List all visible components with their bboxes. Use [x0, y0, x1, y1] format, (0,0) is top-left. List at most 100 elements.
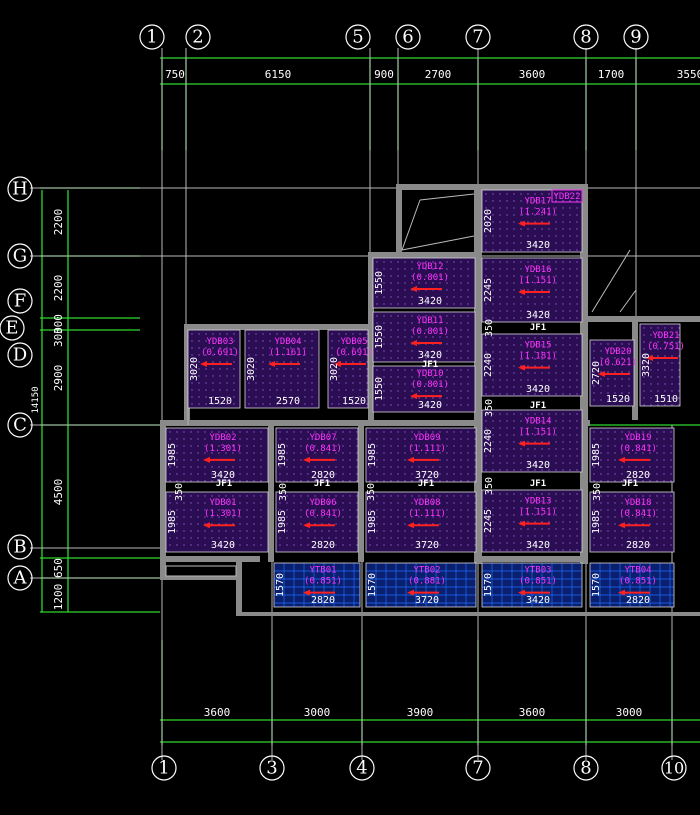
slab-hatch-dot	[204, 452, 206, 454]
slab-hatch-dot	[411, 369, 413, 371]
svg-text:9: 9	[630, 27, 641, 48]
slab-hatch-dot	[311, 403, 313, 405]
slab-hatch-dot	[418, 509, 420, 511]
slab-hatch-dot	[342, 509, 344, 511]
slab-hatch-dot	[600, 343, 602, 345]
slab-hatch-dot	[321, 495, 323, 497]
slab-hatch-dot	[376, 480, 378, 482]
slab-hatch-dot	[656, 452, 658, 454]
slab-hatch-dot	[499, 455, 501, 457]
slab-hatch-dot	[411, 261, 413, 263]
slab-hatch-dot	[439, 369, 441, 371]
slab-hatch-dot	[513, 542, 515, 544]
slab-hatch-dot	[460, 438, 462, 440]
slab-hatch-dot	[446, 329, 448, 331]
slab-hatch-dot	[534, 268, 536, 270]
joint-label-7: JF1	[622, 479, 638, 489]
slab-hatch-dot	[562, 455, 564, 457]
slab-hatch-dot	[670, 544, 672, 546]
slab-hatch-dot	[338, 389, 340, 391]
slab-hatch-dot	[359, 340, 361, 342]
slab-hatch-dot	[390, 369, 392, 371]
slab-hatch-dot	[663, 473, 665, 475]
slab-height: 2245	[483, 278, 494, 302]
slab-hatch-dot	[383, 303, 385, 305]
slab-hatch-dot	[499, 365, 501, 367]
slab-hatch-dot	[534, 275, 536, 277]
slab-hatch-dot	[198, 382, 200, 384]
svg-text:B: B	[13, 537, 26, 558]
slab-hatch-dot	[628, 445, 630, 447]
slab-width: 3420	[526, 240, 550, 251]
slab-hatch-dot	[293, 516, 295, 518]
slab-hatch-dot	[439, 350, 441, 352]
slab-hatch-dot	[418, 530, 420, 532]
slab-outline	[372, 311, 476, 363]
slab-hatch-dot	[176, 530, 178, 532]
slab-hatch-dot	[520, 448, 522, 450]
slab-hatch-dot	[246, 438, 248, 440]
slab-hatch-dot	[349, 459, 351, 461]
slab-hatch-dot	[345, 354, 347, 356]
slab-hatch-dot	[485, 549, 487, 551]
slab-hatch-dot	[404, 537, 406, 539]
slab-hatch-dot	[527, 249, 529, 251]
slab-hatch-dot	[562, 289, 564, 291]
slab-hatch-dot	[205, 347, 207, 349]
slab-hatch-dot	[276, 368, 278, 370]
slab-hatch-dot	[555, 448, 557, 450]
slab-hatch-dot	[663, 516, 665, 518]
slab-hatch-dot	[269, 375, 271, 377]
slab-hatch-dot	[307, 452, 309, 454]
slab-hatch-dot	[506, 542, 508, 544]
slab-hatch-dot	[390, 404, 392, 406]
slab-hatch-dot	[191, 403, 193, 405]
slab-hatch-dot	[513, 303, 515, 305]
slab-hatch-dot	[649, 445, 651, 447]
slab-hatch-dot	[390, 459, 392, 461]
slab-hatch-dot	[300, 544, 302, 546]
slab-hatch-dot	[678, 397, 680, 399]
slab-hatch-dot	[527, 500, 529, 502]
slab-hatch-dot	[262, 368, 264, 370]
slab-hatch-dot	[411, 509, 413, 511]
slab-hatch-dot	[260, 480, 262, 482]
slab-hatch-dot	[439, 473, 441, 475]
slab-hatch-dot	[485, 249, 487, 251]
slab-hatch-dot	[425, 261, 427, 263]
slab-hatch-dot	[293, 502, 295, 504]
slab-hatch-dot	[593, 516, 595, 518]
slab-hatch-dot	[311, 354, 313, 356]
slab-hatch-dot	[453, 282, 455, 284]
slab-hatch-dot	[678, 383, 680, 385]
slab-hatch-dot	[541, 462, 543, 464]
slab-hatch-dot	[600, 466, 602, 468]
slab-hatch-dot	[513, 261, 515, 263]
slab-hatch-dot	[569, 214, 571, 216]
slab-hatch-dot	[576, 535, 578, 537]
slab-hatch-dot	[460, 390, 462, 392]
slab-hatch-dot	[204, 502, 206, 504]
svg-text:7: 7	[472, 27, 483, 48]
slab-hatch-dot	[198, 375, 200, 377]
slab-hatch-dot	[183, 466, 185, 468]
slab-outline	[481, 257, 583, 323]
slab-hatch-dot	[453, 523, 455, 525]
slab-hatch-dot	[432, 369, 434, 371]
slab-hatch-dot	[418, 275, 420, 277]
slab-hatch-dot	[460, 282, 462, 284]
slab-hatch-dot	[643, 355, 645, 357]
slab-hatch-dot	[225, 509, 227, 511]
slab-hatch-dot	[246, 473, 248, 475]
slab-hatch-dot	[425, 369, 427, 371]
slab-hatch-dot	[460, 445, 462, 447]
slab-hatch-dot	[664, 390, 666, 392]
slab-hatch-dot	[513, 413, 515, 415]
slab-hatch-dot	[562, 441, 564, 443]
slab-hatch-dot	[205, 368, 207, 370]
slab-hatch-dot	[649, 509, 651, 511]
slab-hatch-dot	[439, 445, 441, 447]
slab-hatch-dot	[304, 368, 306, 370]
